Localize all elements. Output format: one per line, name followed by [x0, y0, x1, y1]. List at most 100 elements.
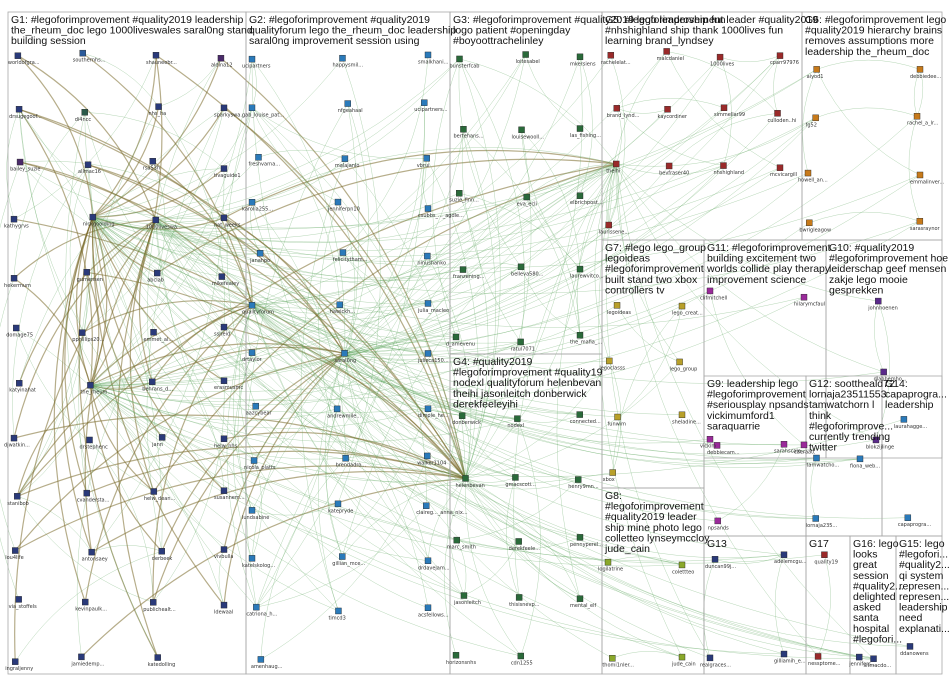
- node-stanibob[interactable]: stanibob: [7, 493, 29, 507]
- node-loitesabel[interactable]: loitesabel: [516, 52, 540, 66]
- node-gillian-mce[interactable]: gillian_mce...: [332, 554, 365, 568]
- node-worldofgra[interactable]: worldofgra...: [8, 53, 40, 67]
- node-gilliamih-e[interactable]: gilliamih_e...: [774, 651, 806, 665]
- node-aiyod1[interactable]: aiyod1: [807, 66, 824, 80]
- node-malcdaniel[interactable]: malcdaniel: [657, 48, 684, 62]
- node-antonsaey[interactable]: antonsaey: [82, 549, 108, 563]
- node-southernhs[interactable]: southernhs...: [73, 50, 106, 64]
- node-ingraljenny[interactable]: ingraljenny: [5, 659, 33, 673]
- node-freshvarna[interactable]: freshvarna...: [248, 154, 280, 168]
- node-howell-an[interactable]: howell_an...: [798, 170, 828, 184]
- node-rachelelat[interactable]: rachelelat...: [601, 52, 631, 66]
- node-smalkhani[interactable]: smalkhani...: [418, 52, 449, 65]
- node-kaycordiner[interactable]: kaycordiner: [658, 106, 688, 120]
- node-simmellar99[interactable]: simmellar99: [714, 105, 745, 119]
- node-bunsterfcab[interactable]: bunsterfcab: [450, 56, 480, 70]
- node-laurewvitco[interactable]: laurewvitco...: [570, 266, 604, 280]
- node-npsands[interactable]: npsands: [708, 518, 729, 532]
- node-rachel-a-lr[interactable]: rachel_a_lr...: [907, 113, 939, 127]
- node-allmac16[interactable]: allmac16: [78, 162, 101, 176]
- node-las-fishing[interactable]: las_fishing...: [570, 126, 601, 140]
- node-sarasraynor[interactable]: sarasraynor: [910, 218, 941, 232]
- node-timcd3[interactable]: timcd3: [328, 608, 345, 622]
- node-felicitytham[interactable]: felicitytham...: [333, 250, 368, 263]
- node-laurahagge[interactable]: laurahagge...: [894, 416, 928, 430]
- node-ratul7071[interactable]: ratul7071: [511, 339, 535, 353]
- node-pphillips20[interactable]: pphillips20...: [72, 330, 104, 344]
- node-katelskolog[interactable]: katelskolog...: [242, 555, 275, 569]
- node-ssjreid[interactable]: ssjreid: [214, 324, 230, 338]
- node-horizonsnhs[interactable]: horizonsnhs: [446, 652, 476, 666]
- node-via-stoffels[interactable]: via_stoffels: [9, 596, 37, 610]
- node-nhs-ha[interactable]: nhs_ha: [149, 104, 167, 118]
- node-publichealt[interactable]: publichealt...: [143, 599, 176, 613]
- node-kevinpaulk[interactable]: kevinpaulk...: [75, 599, 107, 613]
- node-adelemcgu[interactable]: adelemcgu...: [774, 552, 807, 566]
- node-culloden-hi[interactable]: culloden..hi: [768, 110, 797, 124]
- node-janahpo[interactable]: janahpo: [249, 250, 270, 264]
- node-andrewmile[interactable]: andrewmile...: [327, 406, 361, 420]
- node-legoclasss[interactable]: legoclasss: [599, 358, 625, 372]
- node-duncan99j[interactable]: duncan99j...: [705, 556, 736, 570]
- node-mcvicargill[interactable]: mcvicargill: [770, 165, 797, 179]
- node-belleva580[interactable]: belleva580...: [511, 264, 544, 278]
- node-realgraces[interactable]: realgraces...: [700, 655, 731, 669]
- node-tamwatcho[interactable]: tamwatcho...: [806, 455, 839, 469]
- node-legoideas[interactable]: legoideas: [607, 302, 631, 316]
- node-drsugegoof[interactable]: drsugegoof...: [9, 106, 42, 120]
- node-hilarymcfaul[interactable]: hilarymcfaul: [794, 294, 825, 308]
- node-debbiedee[interactable]: debbiedee...: [910, 66, 942, 80]
- node-walker1104[interactable]: walker1104: [417, 453, 446, 467]
- node-jamiedemp[interactable]: jamiedemp...: [70, 654, 104, 668]
- node-vivbulla[interactable]: vivbulla: [214, 547, 234, 561]
- node-mkersiens[interactable]: mkersiens: [570, 54, 596, 68]
- node-hawickh[interactable]: hawickh...: [330, 302, 356, 316]
- node-1000lives[interactable]: 1000lives: [710, 54, 735, 68]
- node-jude-cain[interactable]: jude_cain: [671, 654, 696, 668]
- node-louisewooll[interactable]: louisewooll...: [512, 127, 545, 141]
- node-the-mafia[interactable]: the_mafia_...: [570, 332, 603, 346]
- node-capaprogra[interactable]: capaprogra...: [898, 515, 932, 529]
- node-elbrichpost[interactable]: elbrichpost...: [570, 193, 603, 207]
- node-franzening[interactable]: franzening...: [453, 267, 485, 281]
- node-aldina12[interactable]: aldina12: [211, 55, 233, 68]
- node-sheladine[interactable]: sheladine...: [672, 412, 701, 426]
- node-amenhaug[interactable]: amenhaug...: [251, 656, 283, 670]
- node-bwrigleagow[interactable]: bwrigleagow: [799, 220, 831, 234]
- node-xbox[interactable]: xbox: [603, 470, 616, 484]
- node-nessptome[interactable]: nessptome...: [808, 653, 841, 667]
- node-emmalinver[interactable]: emmalinver...: [910, 172, 945, 186]
- node-jasonleitch[interactable]: jasonleitch: [453, 593, 481, 607]
- node-1000liveswa[interactable]: 1000liveswa...: [146, 217, 182, 231]
- node-drstephenc[interactable]: drstephenc: [80, 437, 108, 451]
- node-vbrui[interactable]: vbrui: [417, 155, 430, 169]
- node-laurissene[interactable]: laurissene...: [599, 222, 630, 236]
- node-julieca150[interactable]: julieca150...: [417, 350, 449, 364]
- node-lego-group[interactable]: lego_group: [670, 359, 698, 373]
- node-claireg-anna-nix[interactable]: claireg..._anna_nix...: [416, 503, 468, 517]
- node-acsfellows[interactable]: acsfellows...: [418, 605, 449, 619]
- node-funwim[interactable]: funwim: [608, 414, 627, 428]
- node-sparkyswa[interactable]: sparkyswa...: [214, 105, 246, 119]
- node-shauneebr[interactable]: shauneebr...: [146, 52, 177, 66]
- node-drtaylor[interactable]: drtaylor: [242, 350, 263, 364]
- node-colettteo[interactable]: colettteo: [672, 562, 694, 576]
- node-cparr97976[interactable]: cparr97976: [770, 53, 799, 67]
- node-cvandersta[interactable]: cvandersta...: [77, 490, 110, 504]
- node-nicola-platts[interactable]: nicola_platts: [244, 458, 276, 472]
- node-katedolling[interactable]: katedolling: [148, 655, 176, 669]
- node-nodexl[interactable]: nodexl: [507, 416, 524, 430]
- node-gab-louise-pat[interactable]: gab_louise_pat...: [242, 105, 284, 119]
- node-domage75[interactable]: domage75: [6, 325, 33, 339]
- node-ucipartners[interactable]: ucipartners...: [414, 100, 448, 114]
- node-bevfraser40[interactable]: bevfraser40: [659, 163, 689, 177]
- node-happysmil[interactable]: happysmil...: [332, 55, 363, 69]
- node-nfgeahaal[interactable]: nfgeahaal: [338, 101, 363, 115]
- node-suzie-finn[interactable]: suzie_finn...: [449, 190, 479, 204]
- node-jenniferpn10[interactable]: jenniferpn10: [327, 199, 360, 213]
- node-thomi1nler[interactable]: thomi1nler...: [602, 655, 634, 669]
- node-ldewaal[interactable]: ldewaal: [214, 602, 233, 616]
- node-katepryde[interactable]: katepryde: [328, 501, 353, 515]
- node-cdn1255[interactable]: cdn1255: [511, 653, 533, 667]
- node-quality19[interactable]: quality19: [814, 552, 837, 566]
